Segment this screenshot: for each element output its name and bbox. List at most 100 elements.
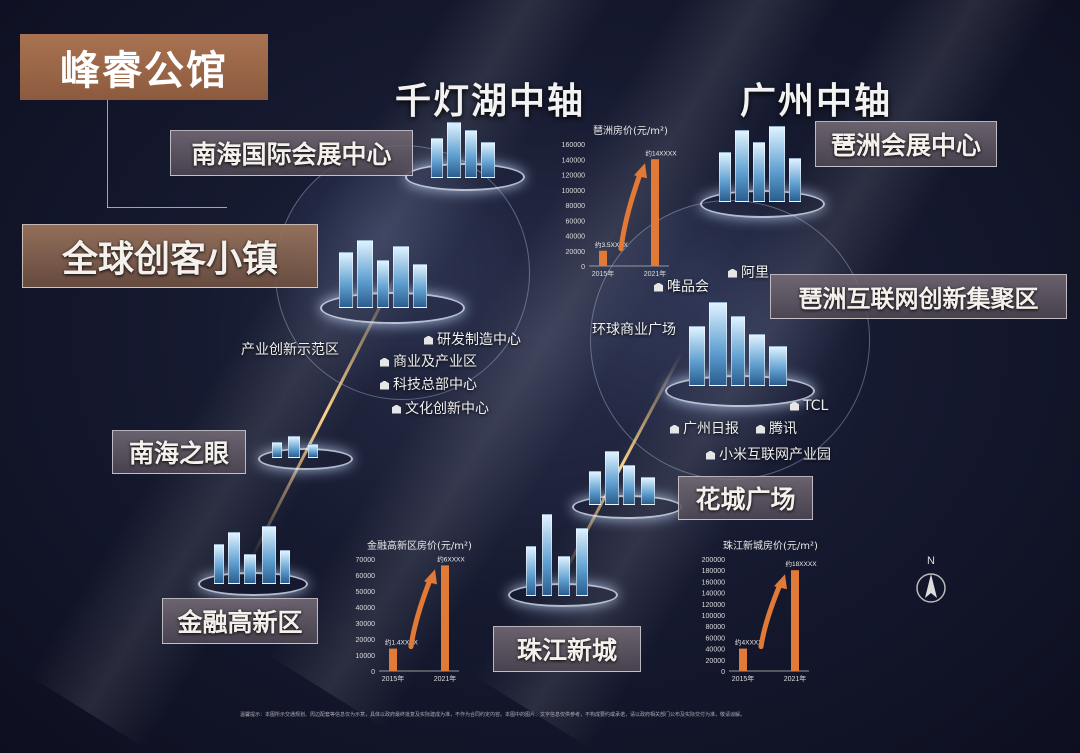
label-huacheng: 花城广场: [678, 476, 813, 520]
y-tick-label: 20000: [356, 637, 376, 644]
title-connector: [107, 207, 227, 208]
sub-label: 广州日报: [670, 418, 739, 438]
data-label: 约3.5XXXX: [595, 240, 629, 249]
data-label: 约18XXXX: [785, 559, 817, 568]
sub-label: 环球商业广场: [592, 322, 676, 338]
x-tick-label: 2015年: [382, 674, 405, 683]
label-pazhou-expo: 琶洲会展中心: [815, 121, 997, 167]
axis-title-left: 千灯湖中轴: [395, 81, 586, 122]
bar: [441, 565, 449, 671]
sub-label: 商业及产业区: [380, 351, 477, 371]
compass-label: N: [927, 555, 935, 567]
label-finance-hitech: 金融高新区: [162, 598, 318, 644]
y-tick-label: 200000: [702, 557, 725, 564]
building-icon: [392, 404, 401, 414]
chart-svg: 0200004000060000800001000001200001400001…: [702, 557, 818, 683]
bar: [651, 159, 659, 266]
finance-towers: [210, 522, 295, 584]
sub-label: 产业创新示范区: [241, 342, 339, 358]
data-label: 约6XXXX: [437, 554, 465, 563]
y-tick-label: 120000: [562, 173, 585, 180]
global-maker-towers: [335, 238, 445, 308]
y-tick-label: 120000: [702, 602, 725, 609]
pazhou-internet-towers: [685, 296, 800, 386]
y-tick-label: 0: [581, 264, 585, 271]
project-title: 峰睿公馆: [20, 34, 268, 100]
sub-label: 研发制造中心: [424, 329, 521, 349]
x-tick-label: 2021年: [434, 674, 457, 683]
y-tick-label: 100000: [702, 613, 725, 620]
y-tick-label: 0: [721, 669, 725, 676]
chart-title: 珠江新城房价(元/m²): [723, 541, 818, 552]
chart-svg: 0 10000 20000 30000 40000 50000 60000 70000 约1.4…: [356, 554, 466, 683]
sub-label: TCL: [790, 398, 828, 414]
building-icon: [790, 401, 799, 411]
axis-title-right: 广州中轴: [740, 81, 893, 122]
platform-ring: [258, 448, 353, 470]
y-tick-label: 180000: [702, 568, 725, 575]
building-icon: [424, 335, 433, 345]
data-label: 约1.4XXXX: [385, 638, 419, 647]
growth-arrow: [758, 579, 784, 650]
x-tick-label: 2015年: [732, 674, 755, 683]
x-tick-label: 2015年: [592, 269, 615, 278]
y-tick-label: 70000: [356, 557, 376, 564]
platform-ring: [320, 292, 465, 324]
compass-icon: N: [915, 552, 947, 606]
huacheng-towers: [585, 447, 670, 505]
y-tick-label: 140000: [562, 157, 585, 164]
building-icon: [380, 380, 389, 390]
growth-arrow: [408, 574, 434, 650]
building-icon: [380, 357, 389, 367]
y-tick-label: 160000: [702, 579, 725, 586]
y-tick-label: 60000: [356, 573, 376, 580]
chart-title: 琶洲房价(元/m²): [593, 126, 668, 137]
footnote: 温馨提示：本图所示交通规划、周边配套等信息仅为示意，具体以政府最终批复及实际建成…: [240, 712, 746, 718]
bar: [791, 570, 799, 671]
label-nanhai-eye: 南海之眼: [112, 430, 246, 474]
bar: [389, 648, 397, 671]
growth-arrow-head: [424, 569, 437, 585]
y-tick-label: 50000: [356, 589, 376, 596]
y-tick-label: 20000: [706, 658, 726, 665]
y-tick-label: 0: [371, 669, 375, 676]
x-tick-label: 2021年: [784, 674, 807, 683]
nanhai-eye-towers: [268, 432, 338, 458]
zhujiang-towers: [520, 510, 605, 596]
y-tick-label: 30000: [356, 621, 376, 628]
x-tick-label: 2021年: [644, 269, 667, 278]
y-tick-label: 60000: [706, 635, 726, 642]
building-icon: [756, 424, 765, 434]
y-tick-label: 20000: [566, 249, 586, 256]
label-zhujiang: 珠江新城: [493, 626, 641, 672]
title-connector: [107, 100, 108, 208]
sub-label: 阿里: [728, 262, 769, 282]
label-global-maker: 全球创客小镇: [22, 224, 318, 288]
nanhai-expo-towers: [425, 118, 505, 178]
sub-label: 科技总部中心: [380, 374, 477, 394]
data-label: 约4XXXX: [735, 638, 763, 647]
bar: [739, 648, 747, 671]
y-tick-label: 40000: [566, 234, 586, 241]
y-tick-label: 60000: [566, 218, 586, 225]
growth-arrow-head: [634, 163, 647, 179]
label-pazhou-internet: 琶洲互联网创新集聚区: [770, 274, 1067, 319]
growth-arrow: [618, 168, 644, 252]
y-tick-label: 100000: [562, 188, 585, 195]
y-tick-label: 80000: [706, 624, 726, 631]
label-nanhai-expo: 南海国际会展中心: [170, 130, 413, 176]
y-tick-label: 40000: [356, 605, 376, 612]
sub-label: 小米互联网产业园: [706, 444, 831, 464]
growth-arrow-head: [774, 574, 787, 590]
bar: [599, 250, 607, 266]
data-label: 约14XXXX: [645, 148, 677, 157]
y-tick-label: 160000: [562, 142, 585, 149]
building-icon: [706, 450, 715, 460]
chart-svg: 0200004000060000800001000001200001400001…: [562, 142, 678, 278]
sub-label: 文化创新中心: [392, 398, 489, 418]
y-tick-label: 10000: [356, 653, 376, 660]
